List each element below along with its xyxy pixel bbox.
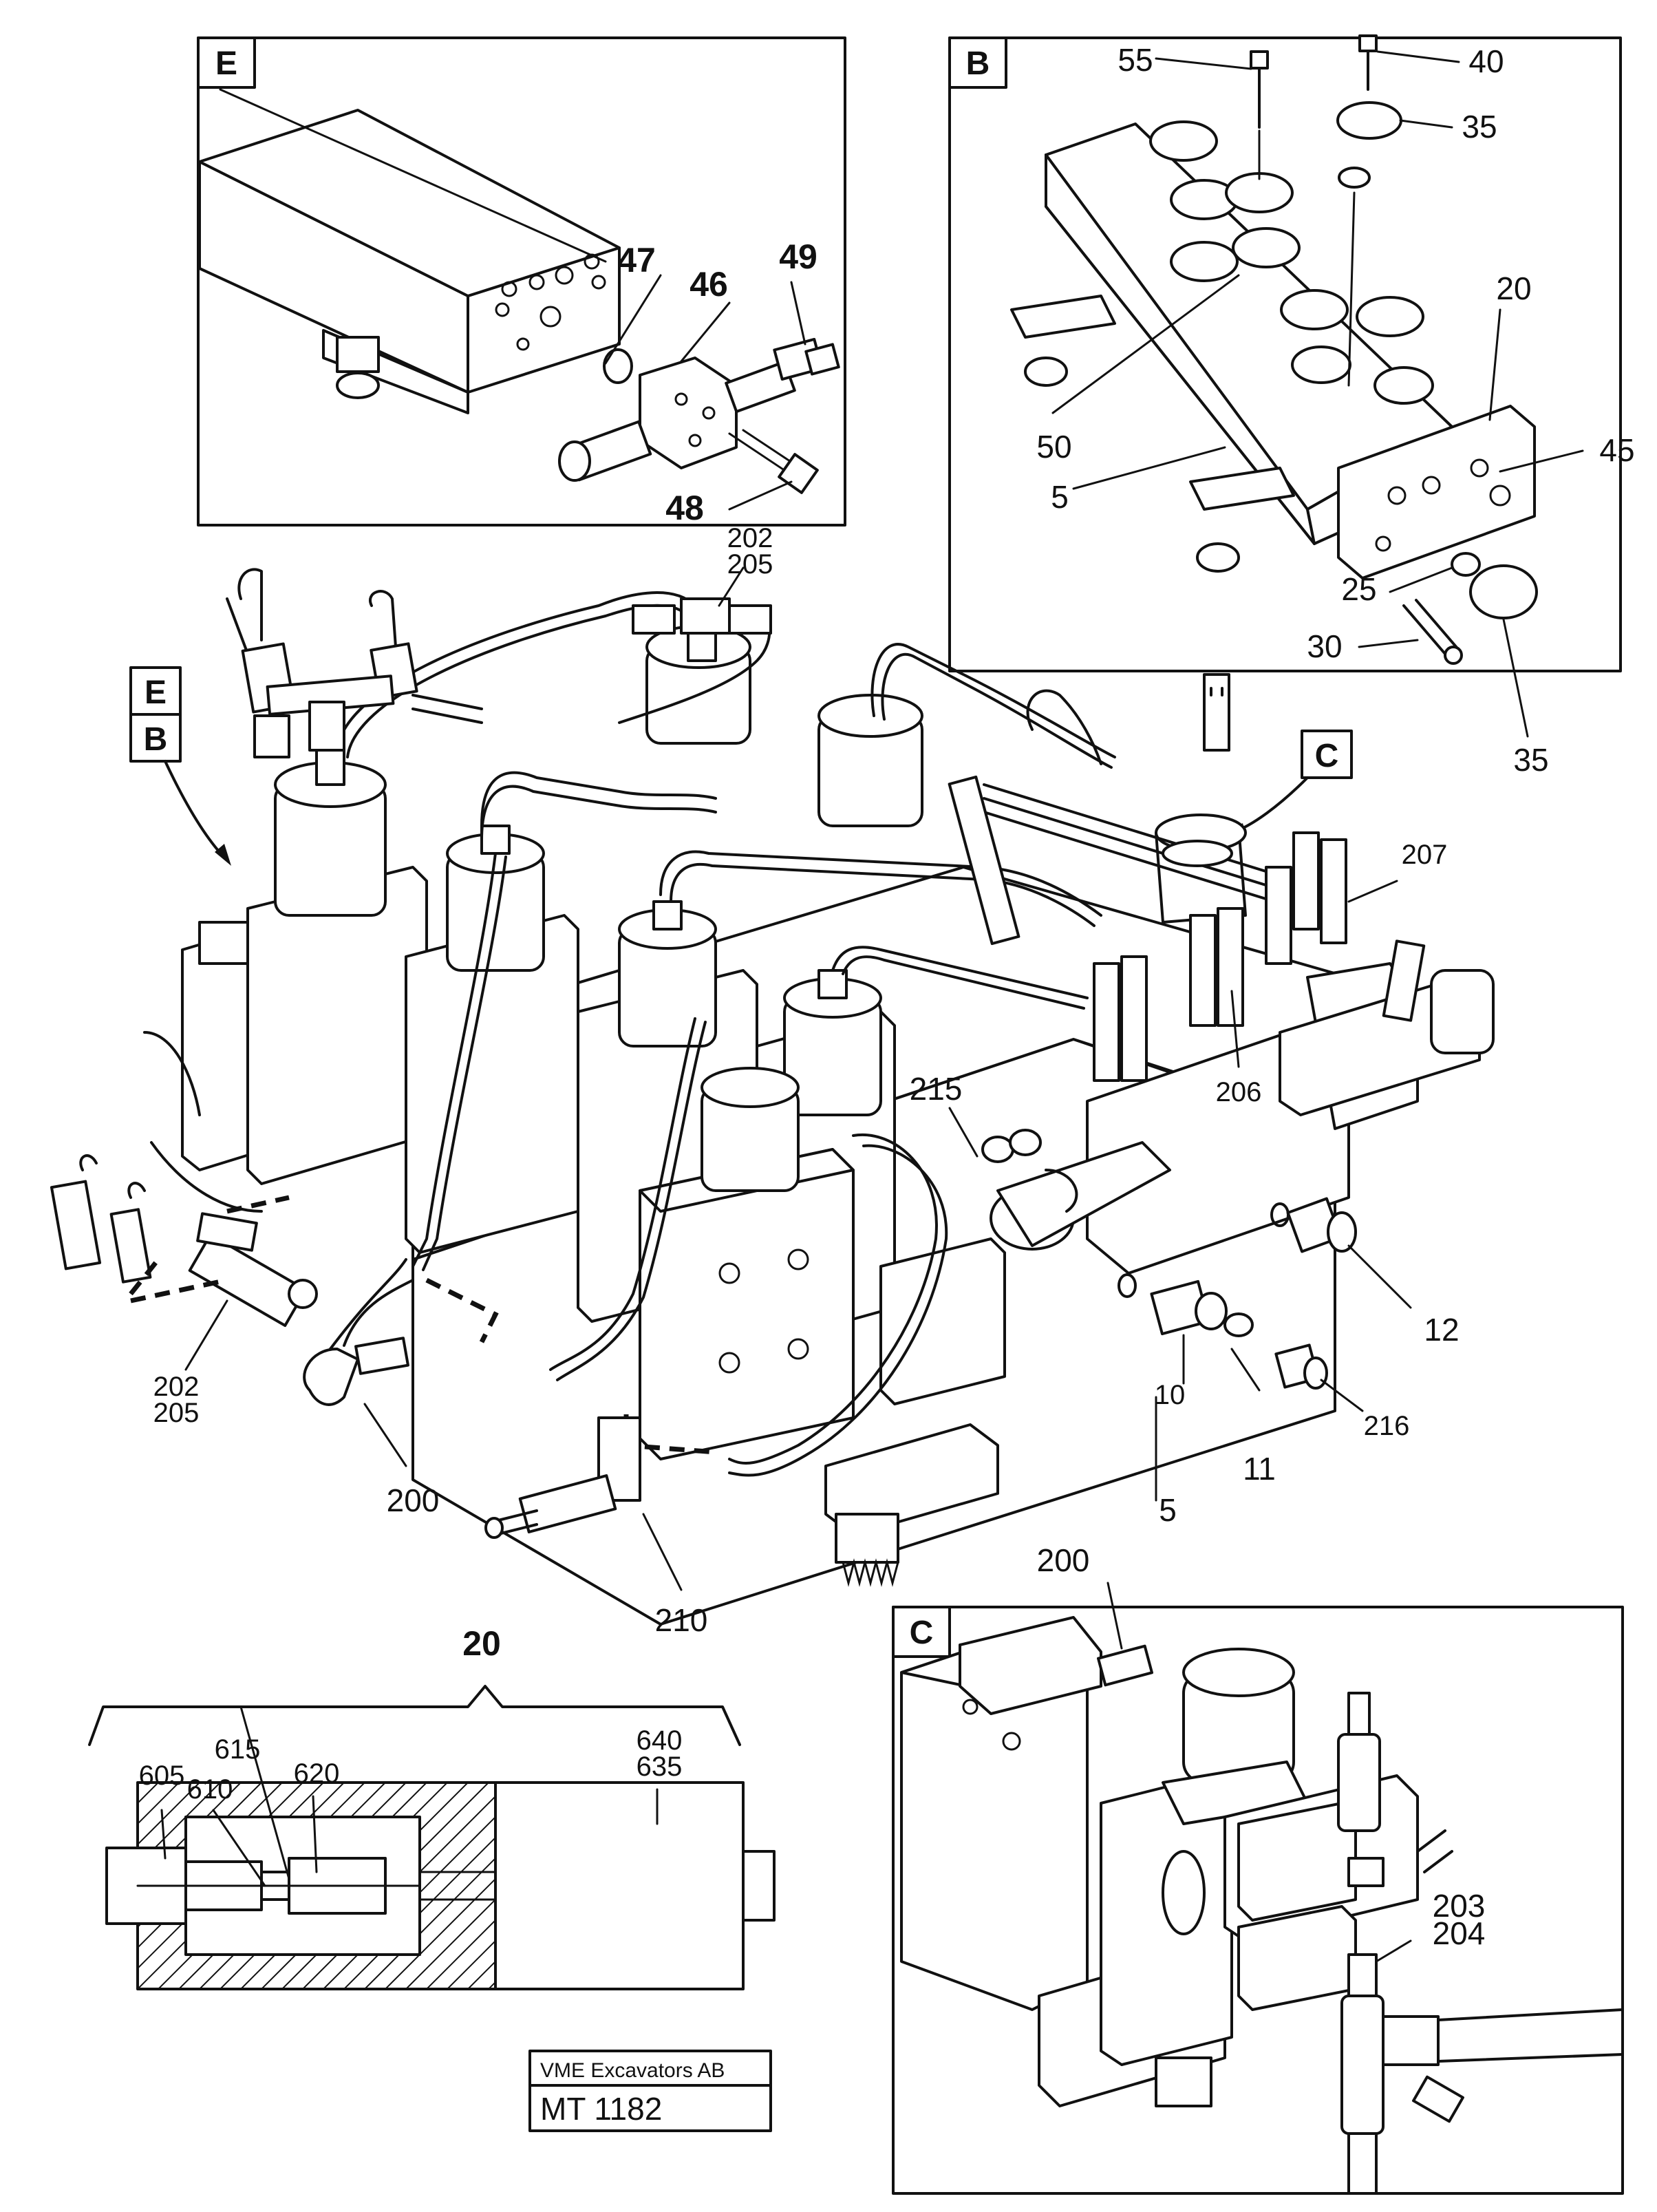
title-company: VME Excavators AB bbox=[540, 2059, 725, 2082]
view-tag-b: B bbox=[966, 45, 990, 82]
label-46: 46 bbox=[689, 265, 728, 304]
main-tag-e: E bbox=[145, 674, 167, 711]
label-635: 635 bbox=[637, 1752, 683, 1782]
main-tag-c: C bbox=[1315, 738, 1339, 774]
label-206: 206 bbox=[1216, 1077, 1262, 1107]
label-20: 20 bbox=[1496, 270, 1531, 306]
title-block: VME Excavators AB MT 1182 bbox=[528, 2050, 772, 2132]
label-216: 216 bbox=[1364, 1411, 1410, 1441]
label-10: 10 bbox=[1155, 1380, 1186, 1410]
label-620: 620 bbox=[294, 1758, 340, 1789]
label-12: 12 bbox=[1424, 1312, 1459, 1348]
view-tag-c: C bbox=[910, 1615, 934, 1651]
label-35-top: 35 bbox=[1462, 109, 1497, 145]
label-207: 207 bbox=[1402, 840, 1448, 870]
label-5-main: 5 bbox=[1159, 1492, 1177, 1528]
label-205-top: 205 bbox=[727, 549, 773, 579]
detail-view-e: E 47 46 49 48 bbox=[197, 36, 846, 527]
label-40: 40 bbox=[1468, 43, 1504, 79]
label-615: 615 bbox=[215, 1734, 261, 1765]
label-35-bottom: 35 bbox=[1513, 742, 1548, 778]
label-202-top: 202 bbox=[727, 523, 773, 553]
label-605: 605 bbox=[139, 1761, 185, 1791]
label-11: 11 bbox=[1243, 1451, 1276, 1487]
label-50: 50 bbox=[1036, 429, 1071, 465]
label-45: 45 bbox=[1599, 432, 1634, 468]
label-20-section: 20 bbox=[462, 1624, 501, 1663]
label-204: 204 bbox=[1433, 1915, 1486, 1951]
main-tag-b: B bbox=[144, 721, 168, 758]
label-203: 203 bbox=[1433, 1888, 1486, 1924]
label-202-left: 202 bbox=[153, 1372, 200, 1402]
label-205-left: 205 bbox=[153, 1398, 200, 1428]
detail-view-b: B bbox=[948, 34, 1635, 778]
label-30: 30 bbox=[1307, 628, 1342, 664]
label-47: 47 bbox=[617, 241, 656, 279]
label-25: 25 bbox=[1341, 571, 1376, 607]
label-610: 610 bbox=[187, 1774, 233, 1805]
label-200-main: 200 bbox=[387, 1482, 440, 1518]
label-49: 49 bbox=[779, 237, 817, 276]
detail-view-c: C 200 203 204 bbox=[892, 1542, 1624, 2195]
label-48: 48 bbox=[665, 489, 704, 527]
label-210: 210 bbox=[655, 1602, 708, 1638]
label-215: 215 bbox=[910, 1071, 963, 1107]
label-640: 640 bbox=[637, 1725, 683, 1756]
view-tag-e: E bbox=[215, 45, 237, 82]
label-200-c: 200 bbox=[1037, 1542, 1090, 1578]
main-valve-assembly: E B C bbox=[50, 523, 1495, 1638]
title-drawing-number: MT 1182 bbox=[540, 2091, 662, 2127]
label-55: 55 bbox=[1118, 42, 1153, 78]
section-view-20: 20 605 615 610 620 640 635 bbox=[88, 1624, 776, 1990]
label-5-b: 5 bbox=[1051, 479, 1069, 515]
